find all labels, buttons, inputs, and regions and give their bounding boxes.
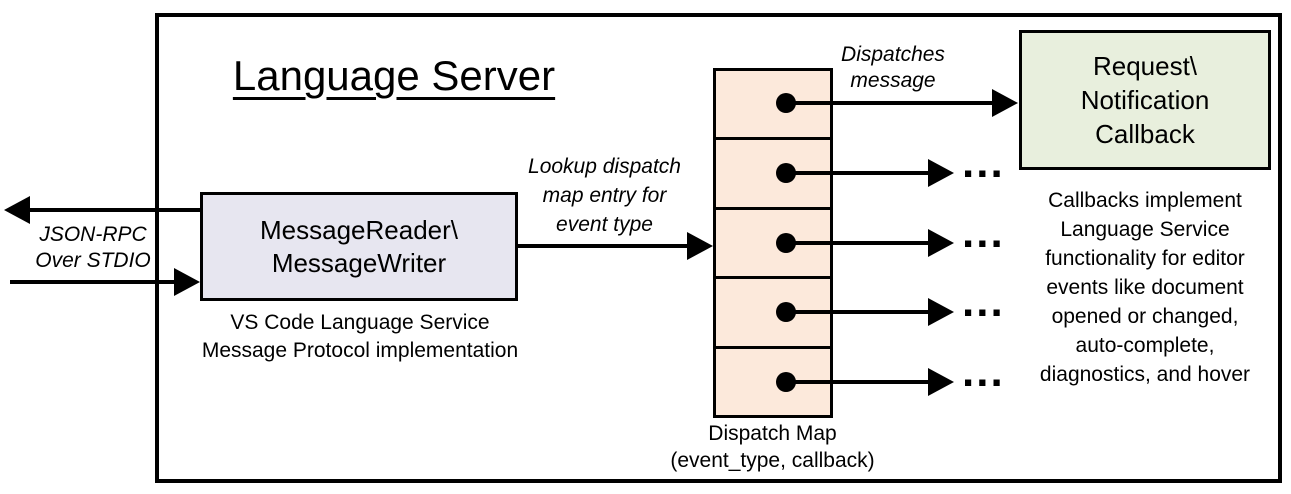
lookup-dispatch-label: Lookup dispatch map entry for event type <box>528 155 681 236</box>
callback-box-label: Request\ Notification Callback <box>1080 51 1210 149</box>
callbacks-note: Callbacks implement Language Service fun… <box>1039 189 1251 386</box>
dispatch-cell <box>716 345 830 415</box>
dispatch-cell <box>716 276 830 345</box>
json-rpc-stdio-label: JSON-RPC Over STDIO <box>35 223 151 272</box>
message-box-caption: VS Code Language Service Message Protoco… <box>201 311 519 362</box>
dispatch-cell <box>716 137 830 206</box>
request-notification-callback-box: Request\ Notification Callback <box>1019 30 1271 170</box>
message-reader-writer-box: MessageReader\ MessageWriter <box>200 192 518 301</box>
diagram-title: Language Server <box>232 52 556 99</box>
dispatch-map-caption: Dispatch Map (event_type, callback) <box>670 422 875 472</box>
dispatches-message-label: Dispatches message <box>841 43 945 92</box>
dispatch-map <box>713 68 833 418</box>
dispatch-cell <box>716 71 830 137</box>
message-reader-writer-label: MessageReader\ MessageWriter <box>260 214 458 278</box>
dispatch-cell <box>716 206 830 276</box>
language-server-boundary <box>155 13 1282 483</box>
arrowhead-left-icon <box>4 196 30 224</box>
